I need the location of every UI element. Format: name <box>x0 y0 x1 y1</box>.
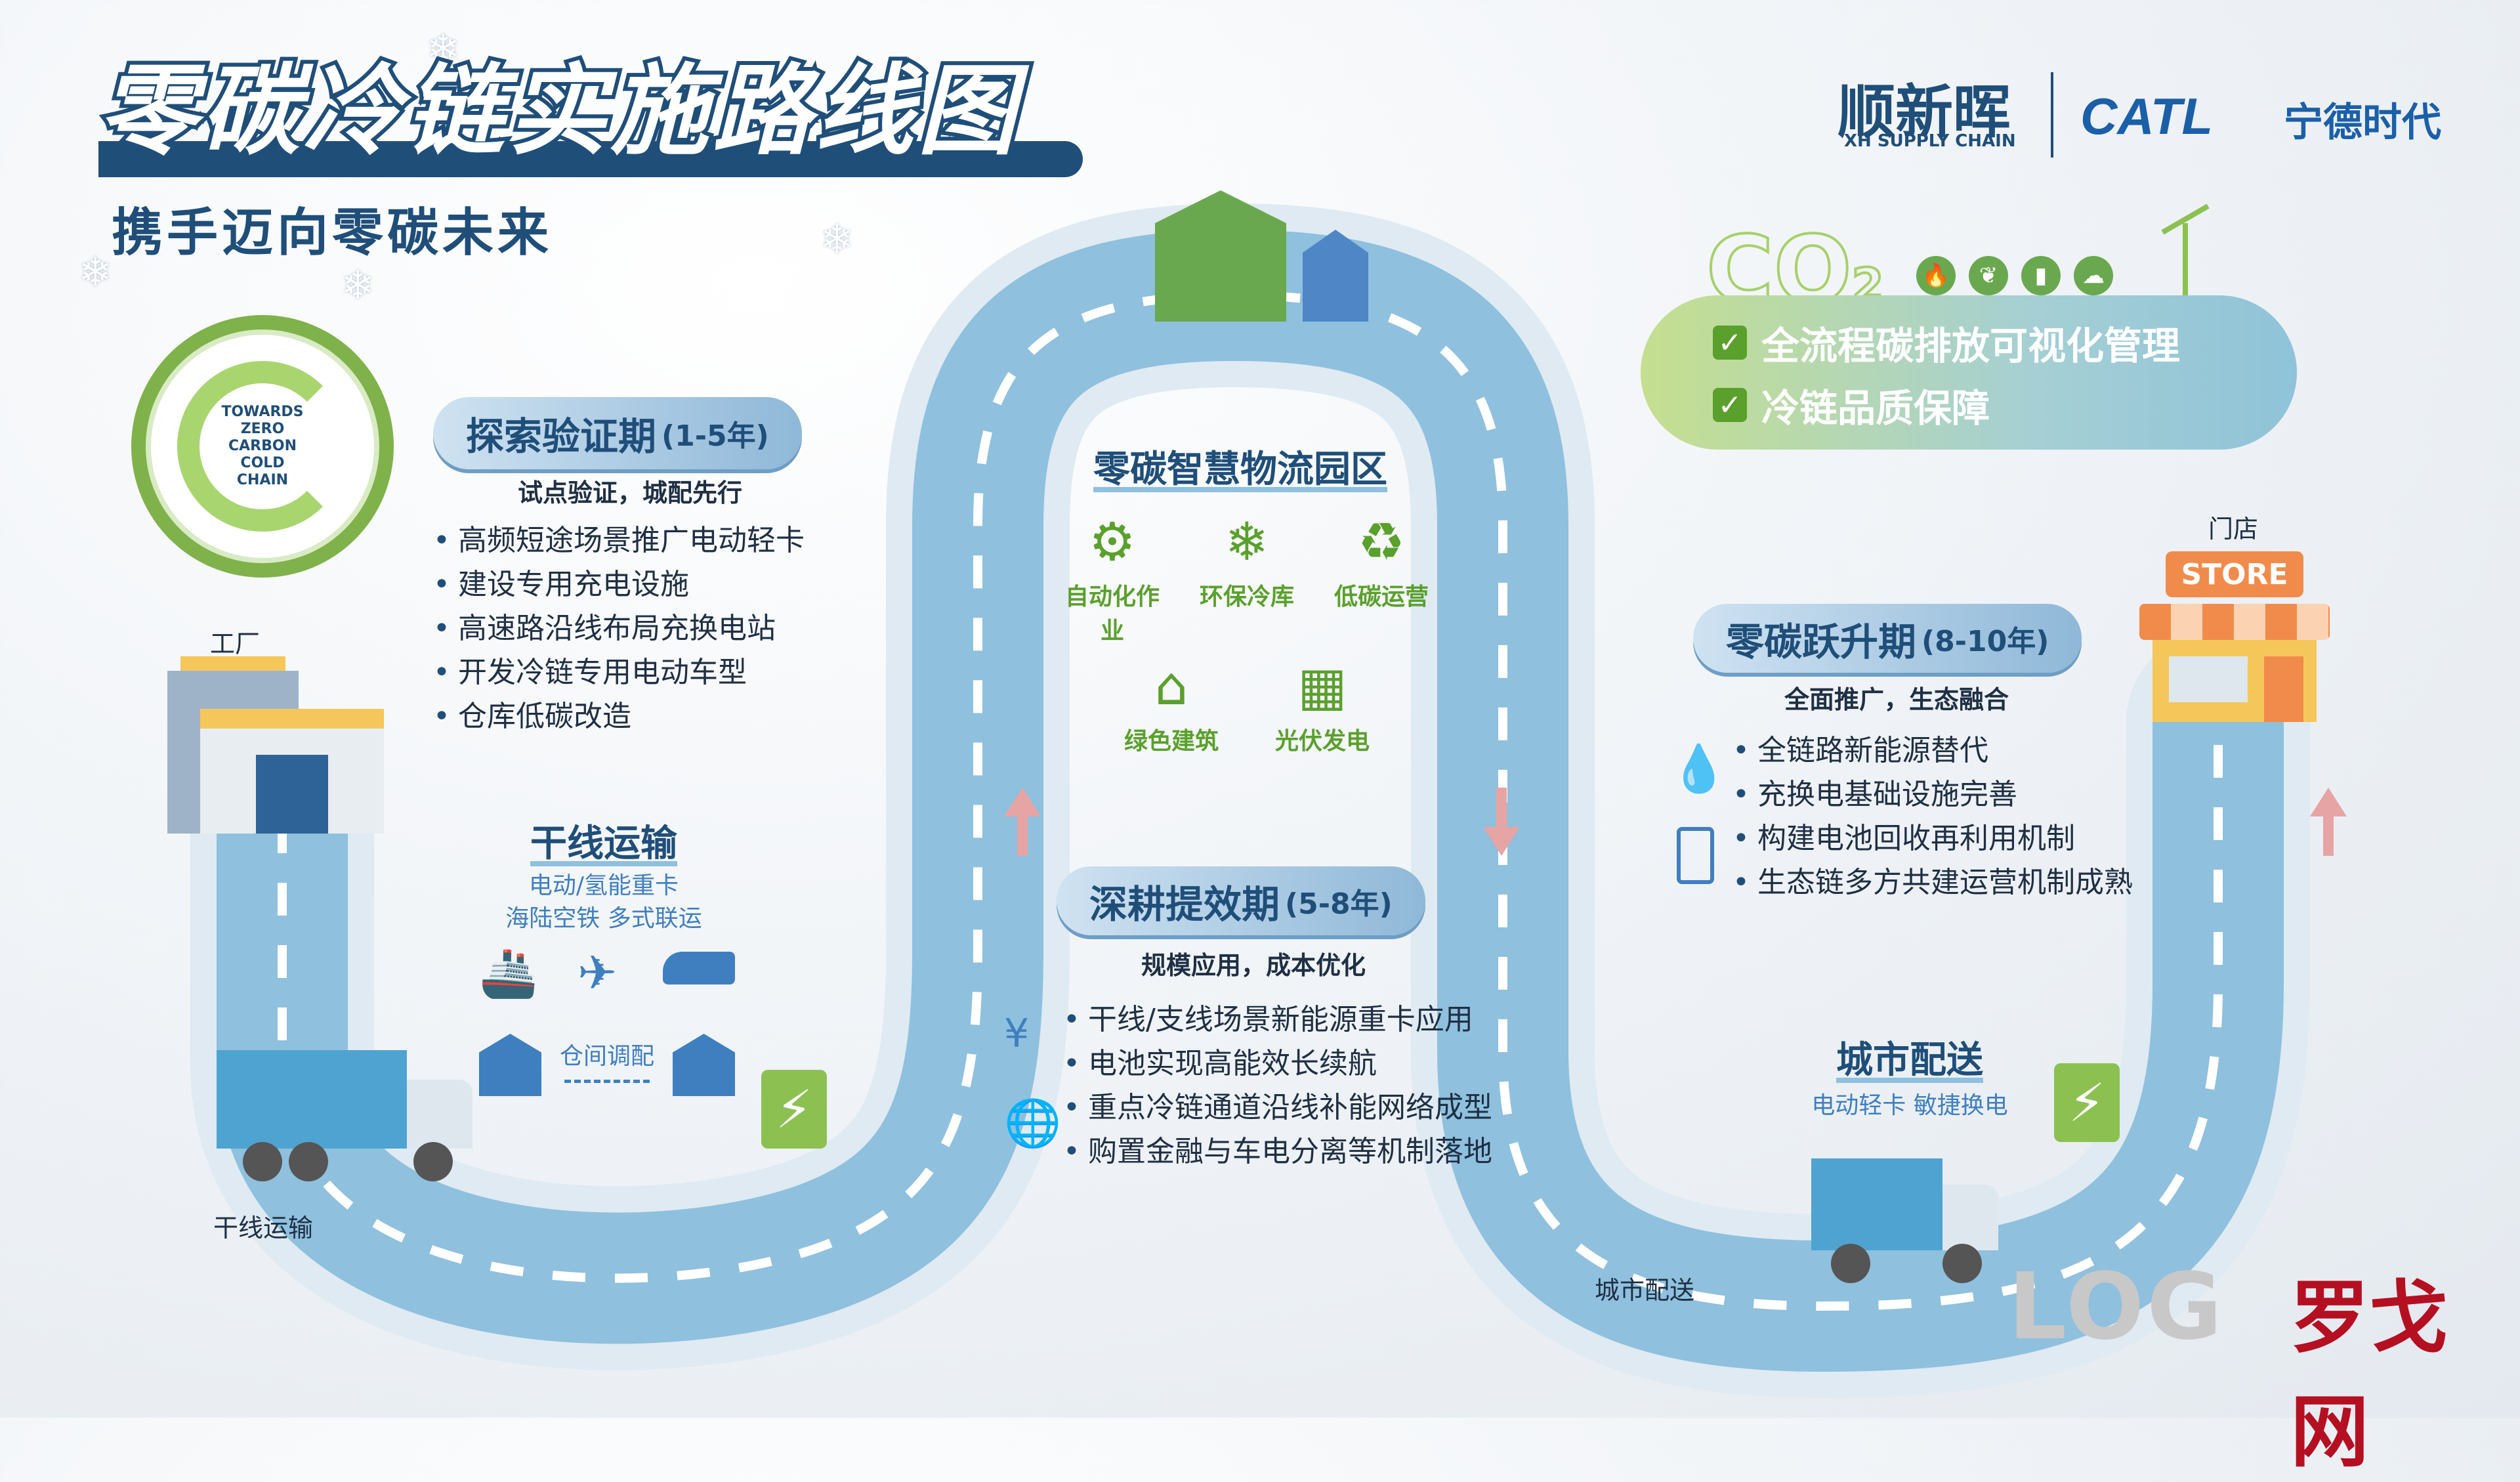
electric-truck-icon <box>217 1050 479 1181</box>
electric-van-icon <box>1811 1158 2008 1296</box>
checkbox-icon: ✓ <box>1713 326 1747 360</box>
title-underbar <box>98 141 1083 177</box>
globe-icon: 🌐 <box>1004 1096 1062 1150</box>
park-features: ⚙ 自动化作业 ❄ 环保冷库 ♻ 低碳运营 ⌂ 绿色建筑 ▦ 光伏发电 <box>1050 505 1470 801</box>
battery-icon <box>1677 827 1714 884</box>
battery-icon: ▮ <box>2021 256 2061 295</box>
wind-turbine-icon <box>2152 197 2218 308</box>
watermark-logo: LOG <box>2008 1254 2225 1361</box>
list-item: 重点冷链通道沿线补能网络成型 <box>1063 1086 1492 1130</box>
phase1-pill: 探索验证期(1-5年) <box>433 397 802 469</box>
list-item: 购置金融与车电分离等机制落地 <box>1063 1130 1492 1174</box>
co2-benefits-box: ✓全流程碳排放可视化管理 ✓冷链品质保障 <box>1641 295 2297 450</box>
phase2-subtitle: 规模应用，成本优化 <box>1141 951 1366 980</box>
list-item: 高频短途场景推广电动轻卡 <box>433 519 805 562</box>
finance-icon: ¥ <box>1004 1011 1030 1057</box>
factory-label: 工厂 <box>210 629 261 658</box>
cloud-icon: ☁ <box>2074 256 2113 295</box>
snowflake-icon: ❄ <box>79 249 112 295</box>
trunk-bottom-label: 干线运输 <box>213 1214 314 1242</box>
city-bottom-label: 城市配送 <box>1595 1276 1695 1305</box>
xh-logo-text: 顺新晖 <box>1838 77 2011 146</box>
title-block: 零碳冷链实施路线图 <box>94 54 1083 177</box>
trunk-line2: 海陆空铁 多式联运 <box>505 905 702 932</box>
list-item: 干线/支线场景新能源重卡应用 <box>1063 998 1492 1042</box>
store-label: 门店 <box>2208 515 2259 543</box>
phase1-list: 高频短途场景推广电动轻卡 建设专用充电设施 高速路沿线布局充换电站 开发冷链专用… <box>433 519 805 738</box>
phase1-subtitle: 试点验证，城配先行 <box>517 478 742 507</box>
city-line1: 电动轻卡 敏捷换电 <box>1811 1092 2008 1119</box>
park-title: 零碳智慧物流园区 <box>1093 448 1387 491</box>
checkbox-icon: ✓ <box>1713 388 1747 422</box>
transfer-arrow <box>564 1080 650 1083</box>
factory-icon <box>167 656 384 834</box>
list-item: 电池实现高能效长续航 <box>1063 1042 1492 1086</box>
snowflake-icon: ❄ <box>427 26 460 72</box>
snowflake-house-icon: ❄ <box>1225 511 1269 572</box>
list-item: 仓库低碳改造 <box>433 694 805 738</box>
robot-arm-icon: ⚙ <box>1089 511 1136 572</box>
leaf-icon: ❦ <box>1969 256 2008 295</box>
co2-icons: 🔥 ❦ ▮ ☁ <box>1916 256 2113 295</box>
feature-green-building: ⌂ 绿色建筑 <box>1122 650 1221 756</box>
catl-logo-text: CATL <box>2080 87 2214 145</box>
logistics-park-warehouse-icon <box>1155 190 1286 322</box>
feature-cold-storage: ❄ 环保冷库 <box>1198 505 1296 612</box>
flame-icon: 🔥 <box>1916 256 1956 295</box>
charging-station-icon: ⚡ <box>761 1070 827 1149</box>
co2-item: ✓全流程碳排放可视化管理 <box>1713 315 2180 370</box>
list-item: 开发冷链专用电动车型 <box>433 650 805 694</box>
train-icon <box>663 952 735 984</box>
phase3-list: 全链路新能源替代 充换电基础设施完善 构建电池回收再利用机制 生态链多方共建运营… <box>1732 729 2133 904</box>
xh-logo-sub: XH SUPPLY CHAIN <box>1844 131 2016 151</box>
catl-logo-cn: 宁德时代 <box>2284 100 2441 146</box>
store-sign: STORE <box>2166 551 2303 597</box>
solar-panel-icon: ▦ <box>1297 655 1347 717</box>
trunk-title: 干线运输 <box>530 822 677 865</box>
direction-arrow-up <box>2310 788 2347 856</box>
charging-station-icon: ⚡ <box>2054 1063 2120 1142</box>
list-item: 充换电基础设施完善 <box>1732 773 2133 816</box>
feature-low-carbon: ♻ 低碳运营 <box>1332 505 1431 612</box>
brand-divider <box>2051 72 2053 158</box>
phase3-subtitle: 全面推广，生态融合 <box>1784 685 2009 714</box>
phase3-pill: 零碳跃升期(8-10年) <box>1693 604 2082 673</box>
feature-automation: ⚙ 自动化作业 <box>1063 505 1162 646</box>
plane-icon: ✈ <box>578 945 618 1000</box>
green-house-icon: ⌂ <box>1154 655 1188 717</box>
watermark-cn: 罗戈网 <box>2290 1273 2448 1478</box>
recycle-icon: ♻ <box>1358 511 1405 572</box>
list-item: 构建电池回收再利用机制 <box>1732 816 2133 860</box>
feature-solar: ▦ 光伏发电 <box>1273 650 1372 756</box>
city-title: 城市配送 <box>1836 1039 1983 1082</box>
list-item: 建设专用充电设施 <box>433 562 805 606</box>
store-icon <box>2139 604 2330 722</box>
page-title: 零碳冷链实施路线图 <box>94 54 1020 169</box>
warehouse-transfer-label: 仓间调配 <box>559 1043 654 1070</box>
page-subtitle: 携手迈向零碳未来 <box>112 203 553 263</box>
phase2-pill: 深耕提效期(5-8年) <box>1057 866 1425 935</box>
co2-item: ✓冷链品质保障 <box>1713 377 1990 433</box>
list-item: 高速路沿线布局充换电站 <box>433 606 805 650</box>
list-item: 生态链多方共建运营机制成熟 <box>1732 860 2133 904</box>
snowflake-icon: ❄ <box>341 263 375 308</box>
direction-arrow-down <box>1483 788 1520 856</box>
list-item: 全链路新能源替代 <box>1732 729 2133 773</box>
direction-arrow-up <box>1004 788 1041 856</box>
phase2-list: 干线/支线场景新能源重卡应用 电池实现高能效长续航 重点冷链通道沿线补能网络成型… <box>1063 998 1492 1174</box>
ship-icon: 🚢 <box>479 945 538 1000</box>
energy-drop-icon: 💧 <box>1670 742 1728 795</box>
snowflake-icon: ❄ <box>820 217 854 263</box>
trunk-line1: 电动/氢能重卡 <box>528 872 679 899</box>
